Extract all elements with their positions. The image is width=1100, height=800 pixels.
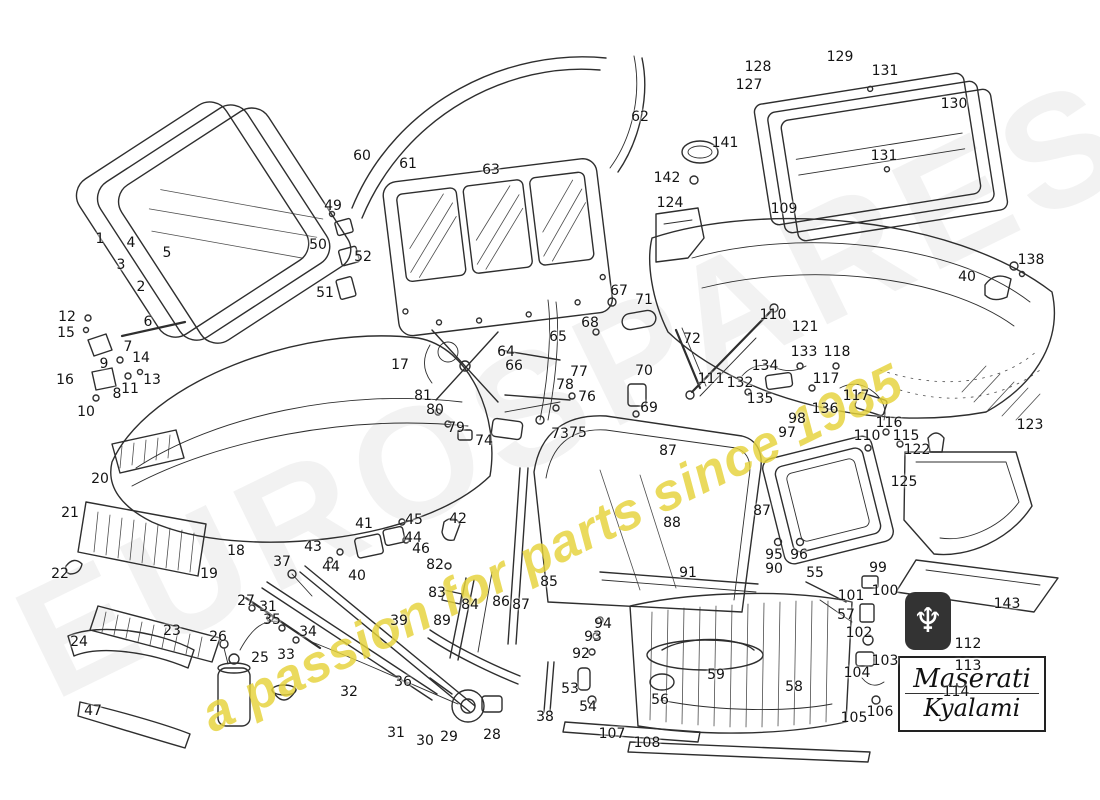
door-seal-arc-inner xyxy=(361,68,601,219)
quarter-trim-drawing xyxy=(895,451,1059,613)
door-glass-frame-drawing xyxy=(427,415,762,685)
door-hinge-cluster-drawing xyxy=(326,517,461,564)
lamp-drawing xyxy=(655,140,719,263)
boot-hinge-cluster-drawing xyxy=(741,362,945,453)
sill-strips-drawing xyxy=(562,721,871,763)
maserati-trident-icon: ♆ xyxy=(912,601,944,641)
window-regulator-drawing xyxy=(424,299,571,421)
pillar-strip-drawing xyxy=(617,57,646,173)
small-fasteners-drawing xyxy=(434,392,576,441)
hood-hinge-drawing xyxy=(82,314,187,402)
door-hinge-parts-drawing xyxy=(328,210,361,300)
front-trim-drawing xyxy=(64,559,221,749)
maserati-logo: ♆ xyxy=(905,592,951,650)
boot-hinge-right-drawing xyxy=(984,261,1026,301)
door-seal-arc-outer xyxy=(351,56,607,209)
windscreen-drawing xyxy=(75,101,352,344)
brand-name: Maserati xyxy=(905,665,1039,695)
wiper-assembly-drawing xyxy=(244,565,503,723)
door-panel-drawing xyxy=(629,592,853,734)
model-name-box: Maserati Kyalami xyxy=(898,656,1046,732)
grille-panel-drawing xyxy=(77,501,207,577)
latch-parts-drawing xyxy=(805,575,885,705)
gas-strut-drawing xyxy=(685,303,779,400)
model-name: Kyalami xyxy=(923,694,1021,723)
pillar-strip-inner xyxy=(609,55,638,169)
door-shell-drawing xyxy=(382,158,614,337)
rear-window-drawing xyxy=(753,72,1009,242)
washer-bottle-drawing xyxy=(217,620,297,727)
quarter-glass-frame-drawing xyxy=(762,435,894,565)
door-lock-drawing xyxy=(592,297,707,418)
glass-bolts-drawing xyxy=(588,537,805,656)
channel-bits-drawing xyxy=(441,562,597,713)
boot-lid-drawing xyxy=(649,217,1056,421)
hood-drawing xyxy=(110,335,493,543)
